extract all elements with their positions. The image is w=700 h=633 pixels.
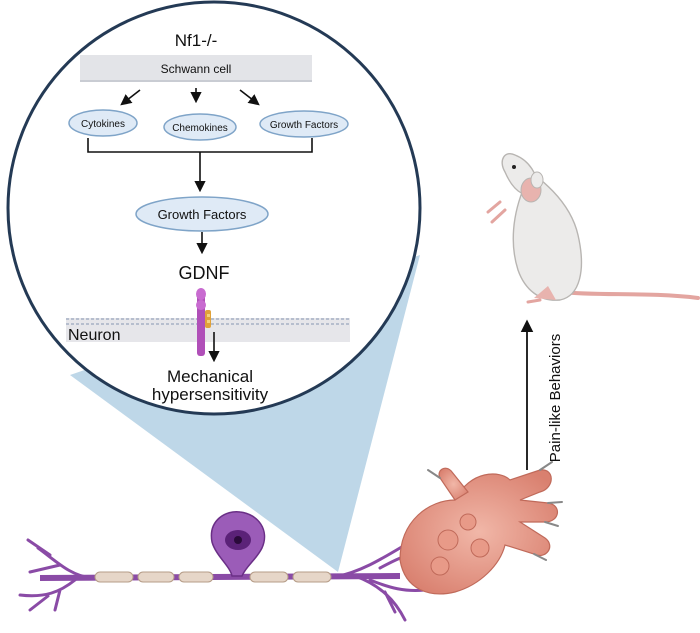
mouse-rearing-icon — [486, 153, 700, 304]
arrow-to-growth-factors — [239, 89, 260, 106]
chemokines-oval — [163, 113, 237, 141]
genotype-label: Nf1-/- — [175, 31, 218, 50]
cytokines-label: Cytokines — [81, 119, 125, 130]
outcome-line2: hypersensitivity — [152, 385, 269, 404]
arrow-to-cytokines — [120, 89, 141, 106]
schwann-cell-label: Schwann cell — [161, 62, 232, 76]
paw-icon — [399, 461, 563, 595]
cytokines-oval — [68, 109, 138, 137]
combined-growth-factors-label: Growth Factors — [158, 207, 247, 222]
outcome-line1: Mechanical — [167, 367, 253, 386]
growth-factors-oval — [259, 110, 349, 138]
behavior-label: Pain-like Behaviors — [547, 334, 564, 462]
combined-growth-factors-oval — [135, 196, 269, 232]
growth-factors-label: Growth Factors — [270, 120, 338, 131]
neuron-cell-icon — [18, 511, 427, 622]
neuron-label: Neuron — [68, 327, 120, 344]
gdnf-label: GDNF — [179, 263, 230, 283]
gdnf-receptor-icon — [196, 288, 211, 356]
chemokines-label: Chemokines — [172, 123, 228, 134]
schwann-cell-band — [80, 55, 312, 81]
